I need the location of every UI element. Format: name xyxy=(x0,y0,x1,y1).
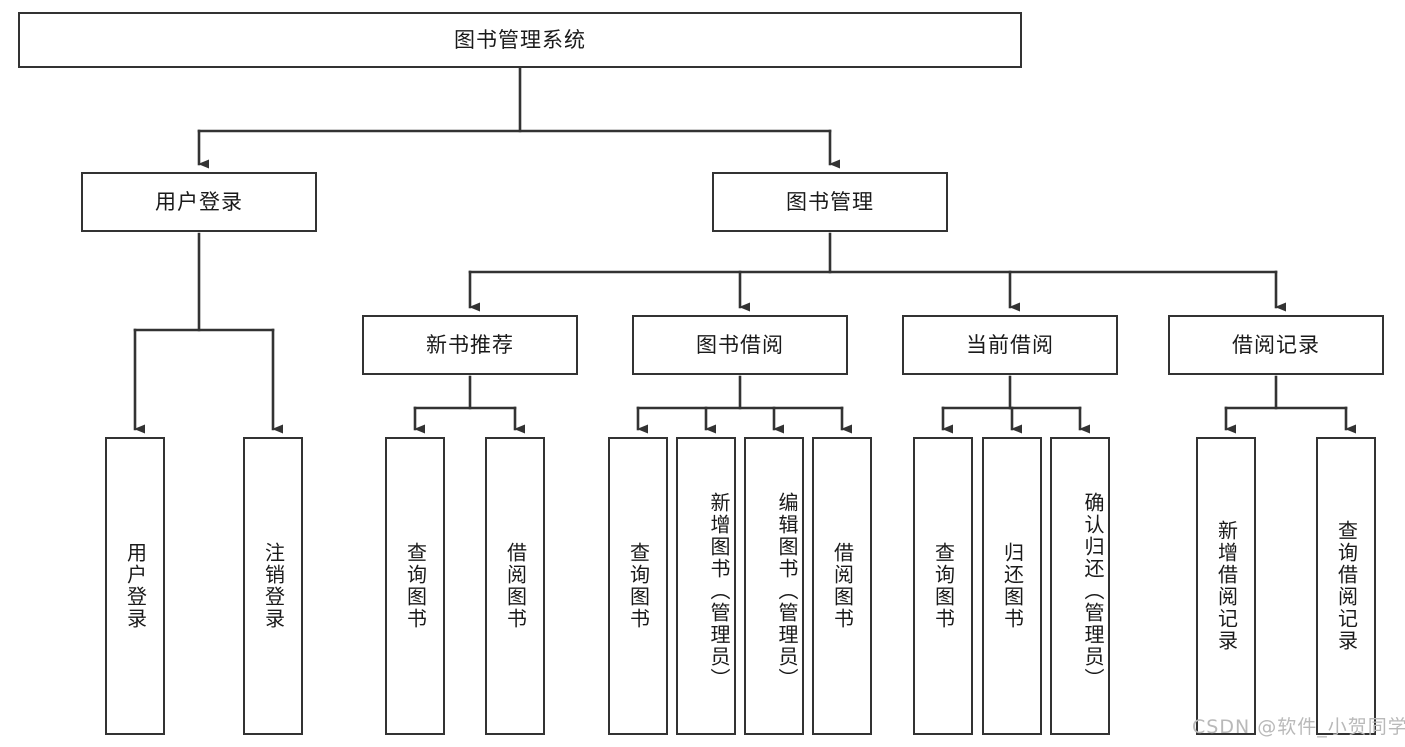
leaf-query-book-1[interactable]: 查询图书 xyxy=(385,437,445,735)
leaf-borrow-book-1[interactable]: 借阅图书 xyxy=(485,437,545,735)
leaf-return-book[interactable]: 归还图书 xyxy=(982,437,1042,735)
node-label: 借阅图书 xyxy=(503,542,528,630)
node-label: 查询借阅记录 xyxy=(1334,520,1359,652)
node-current-borrow[interactable]: 当前借阅 xyxy=(902,315,1118,375)
node-label: 编辑图书（管理员） xyxy=(775,492,799,690)
node-label: 新增借阅记录 xyxy=(1214,520,1239,652)
node-label: 确认归还（管理员） xyxy=(1081,492,1105,690)
leaf-query-record[interactable]: 查询借阅记录 xyxy=(1316,437,1376,735)
node-label: 图书管理 xyxy=(786,189,874,214)
node-label: 查询图书 xyxy=(403,542,428,630)
leaf-logout-login[interactable]: 注销登录 xyxy=(243,437,303,735)
node-borrow-record[interactable]: 借阅记录 xyxy=(1168,315,1384,375)
node-new-book-recommend[interactable]: 新书推荐 xyxy=(362,315,578,375)
node-label: 新增图书（管理员） xyxy=(707,492,731,690)
node-label: 当前借阅 xyxy=(966,332,1054,357)
leaf-add-book[interactable]: 新增图书（管理员） xyxy=(676,437,736,735)
node-label: 借阅记录 xyxy=(1232,332,1320,357)
node-label: 用户登录 xyxy=(155,189,243,214)
node-label: 新书推荐 xyxy=(426,332,514,357)
node-book-management[interactable]: 图书管理 xyxy=(712,172,948,232)
node-user-login[interactable]: 用户登录 xyxy=(81,172,317,232)
leaf-confirm-return[interactable]: 确认归还（管理员） xyxy=(1050,437,1110,735)
node-label: 用户登录 xyxy=(123,542,148,630)
node-label: 查询图书 xyxy=(931,542,956,630)
watermark-text: CSDN @软件_小贺同学 xyxy=(1192,716,1405,738)
node-label: 借阅图书 xyxy=(830,542,855,630)
leaf-add-record[interactable]: 新增借阅记录 xyxy=(1196,437,1256,735)
leaf-query-book-3[interactable]: 查询图书 xyxy=(913,437,973,735)
node-label: 注销登录 xyxy=(261,542,286,630)
leaf-borrow-book-2[interactable]: 借阅图书 xyxy=(812,437,872,735)
csdn-watermark: CSDN @软件_小贺同学 xyxy=(1192,712,1405,739)
node-label: 图书借阅 xyxy=(696,332,784,357)
node-label: 图书管理系统 xyxy=(454,27,586,52)
node-label: 归还图书 xyxy=(1000,542,1025,630)
leaf-query-book-2[interactable]: 查询图书 xyxy=(608,437,668,735)
node-book-borrow[interactable]: 图书借阅 xyxy=(632,315,848,375)
node-label: 查询图书 xyxy=(626,542,651,630)
leaf-edit-book[interactable]: 编辑图书（管理员） xyxy=(744,437,804,735)
leaf-user-login[interactable]: 用户登录 xyxy=(105,437,165,735)
node-root-system[interactable]: 图书管理系统 xyxy=(18,12,1022,68)
